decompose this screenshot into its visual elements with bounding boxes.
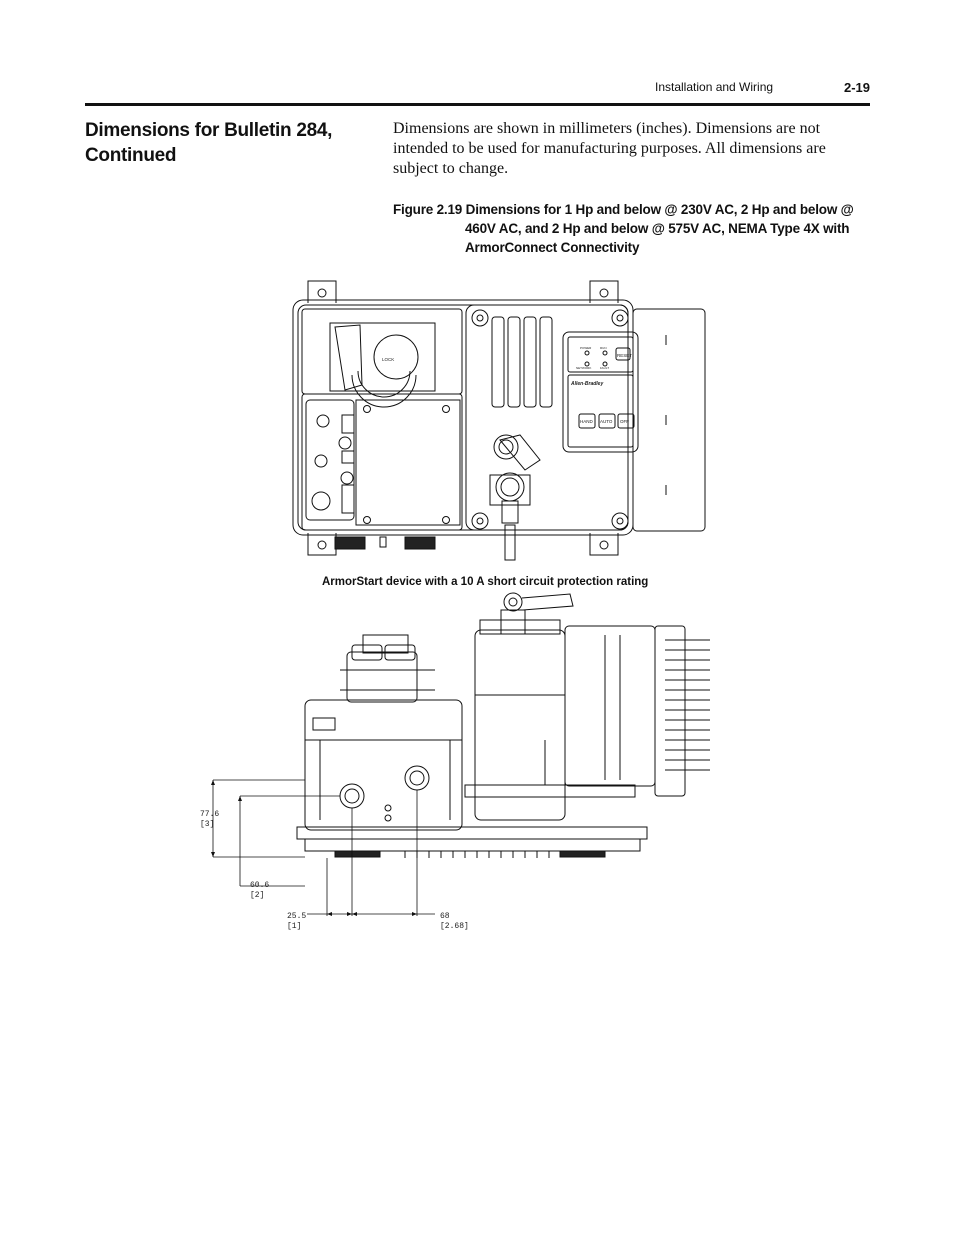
- dim-77-6-in: [3]: [200, 820, 214, 829]
- dim-60-6-mm: 60.6: [250, 881, 269, 890]
- led-run-label: RUN: [600, 346, 607, 350]
- header-rule: [85, 103, 870, 106]
- led-power-label: POWER: [580, 346, 592, 350]
- side-view-drawing: 77.6 [3] 60.6 [2] 25.5 [1] 68 [2.68]: [200, 592, 710, 931]
- led-fault-label: FAULT: [600, 366, 609, 370]
- dim-68-in: [2.68]: [440, 922, 469, 931]
- dim-68-mm: 68: [440, 912, 450, 921]
- running-header: Installation and Wiring 2-19: [655, 80, 870, 98]
- figure-caption-line2: 460V AC, and 2 Hp and below @ 575V AC, N…: [465, 221, 850, 236]
- dim-25-5-in: [1]: [287, 922, 301, 931]
- drawing-subcaption: ArmorStart device with a 10 A short circ…: [322, 576, 649, 588]
- figure-caption-line3: ArmorConnect Connectivity: [465, 240, 640, 255]
- figure-caption: Figure 2.19 Dimensions for 1 Hp and belo…: [393, 200, 863, 257]
- section-title: Dimensions for Bulletin 284, Continued: [85, 120, 333, 166]
- page-number: 2-19: [843, 80, 870, 95]
- reset-label: RESET: [617, 353, 632, 358]
- led-network-label: NETWORK: [576, 366, 591, 370]
- body-paragraph: Dimensions are shown in millimeters (inc…: [393, 120, 826, 177]
- off-button-label: OFF: [620, 419, 629, 424]
- hand-button-label: HAND: [580, 419, 594, 424]
- auto-button-label: AUTO: [600, 419, 613, 424]
- figure-label: Figure 2.19: [393, 202, 463, 217]
- front-view-drawing: LOCK: [292, 280, 706, 561]
- dim-77-6-mm: 77.6: [200, 810, 219, 819]
- lock-label: LOCK: [382, 357, 394, 362]
- header-section-title: Installation and Wiring: [655, 80, 774, 94]
- dim-60-6-in: [2]: [250, 891, 264, 900]
- figure-caption-line1: Dimensions for 1 Hp and below @ 230V AC,…: [465, 202, 854, 217]
- dim-25-5-mm: 25.5: [287, 912, 306, 921]
- brand-label: Allen-Bradley: [570, 381, 603, 387]
